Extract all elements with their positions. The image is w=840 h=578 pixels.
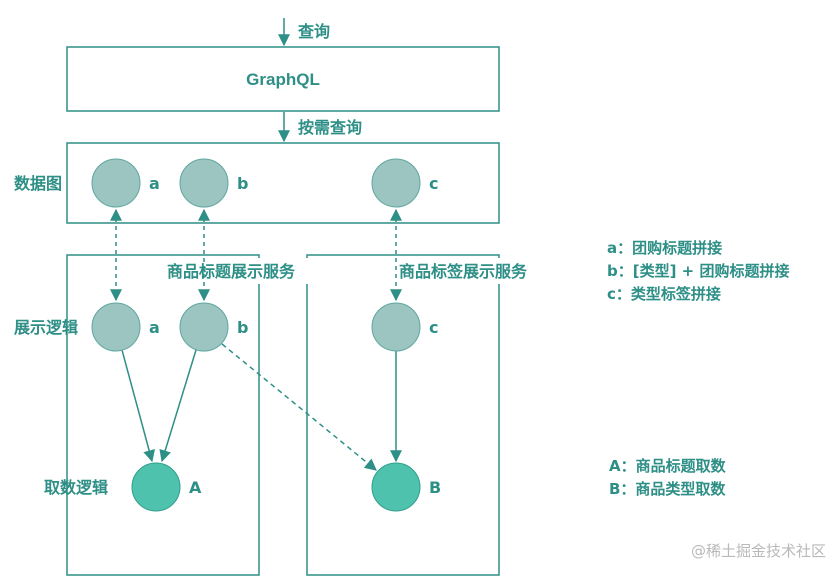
legend-item-a: a：团购标题拼接 <box>607 239 722 257</box>
fetch-node-B <box>371 462 421 512</box>
legend-item-c: c：类型标签拼接 <box>607 285 721 303</box>
data-node-a <box>91 158 141 208</box>
fetch-logic-label: 取数逻辑 <box>44 478 108 497</box>
display-node-a <box>91 302 141 352</box>
query-label: 查询 <box>298 22 330 41</box>
watermark: @稀土掘金技术社区 <box>691 542 826 560</box>
display-node-b-label: b <box>237 318 248 337</box>
edge-display-b-to-fetch-B <box>221 343 377 471</box>
tag-service-label: 商品标签展示服务 <box>399 262 528 281</box>
edge-display-b-to-fetch-A <box>159 349 197 463</box>
data-graph-box <box>66 142 500 224</box>
title-service-label: 商品标题展示服务 <box>167 262 296 281</box>
edge-display-a-to-fetch-A <box>121 349 155 463</box>
legend-item-A: A：商品标题取数 <box>609 457 727 475</box>
graphql-label: GraphQL <box>246 70 320 89</box>
tag-service-box <box>306 254 500 576</box>
on-demand-label: 按需查询 <box>298 118 362 137</box>
data-node-a-label: a <box>149 174 160 193</box>
legend-item-B: B：商品类型取数 <box>609 480 726 498</box>
title-service-box <box>66 254 260 576</box>
display-node-c <box>371 302 421 352</box>
display-node-a-label: a <box>149 318 160 337</box>
data-graph-label: 数据图 <box>14 174 62 193</box>
graphql-box <box>66 46 500 112</box>
data-node-b <box>179 158 229 208</box>
fetch-node-A-label: A <box>189 478 202 497</box>
fetch-node-B-label: B <box>429 478 441 497</box>
fetch-node-A <box>131 462 181 512</box>
display-node-b <box>179 302 229 352</box>
data-node-b-label: b <box>237 174 248 193</box>
legend-display: a：团购标题拼接 b：[类型] + 团购标题拼接 c：类型标签拼接 <box>607 239 789 303</box>
display-logic-label: 展示逻辑 <box>14 318 78 337</box>
legend-item-b: b：[类型] + 团购标题拼接 <box>607 262 789 280</box>
data-node-c <box>371 158 421 208</box>
display-node-c-label: c <box>429 318 438 337</box>
data-node-c-label: c <box>429 174 438 193</box>
legend-fetch: A：商品标题取数 B：商品类型取数 <box>609 457 727 498</box>
